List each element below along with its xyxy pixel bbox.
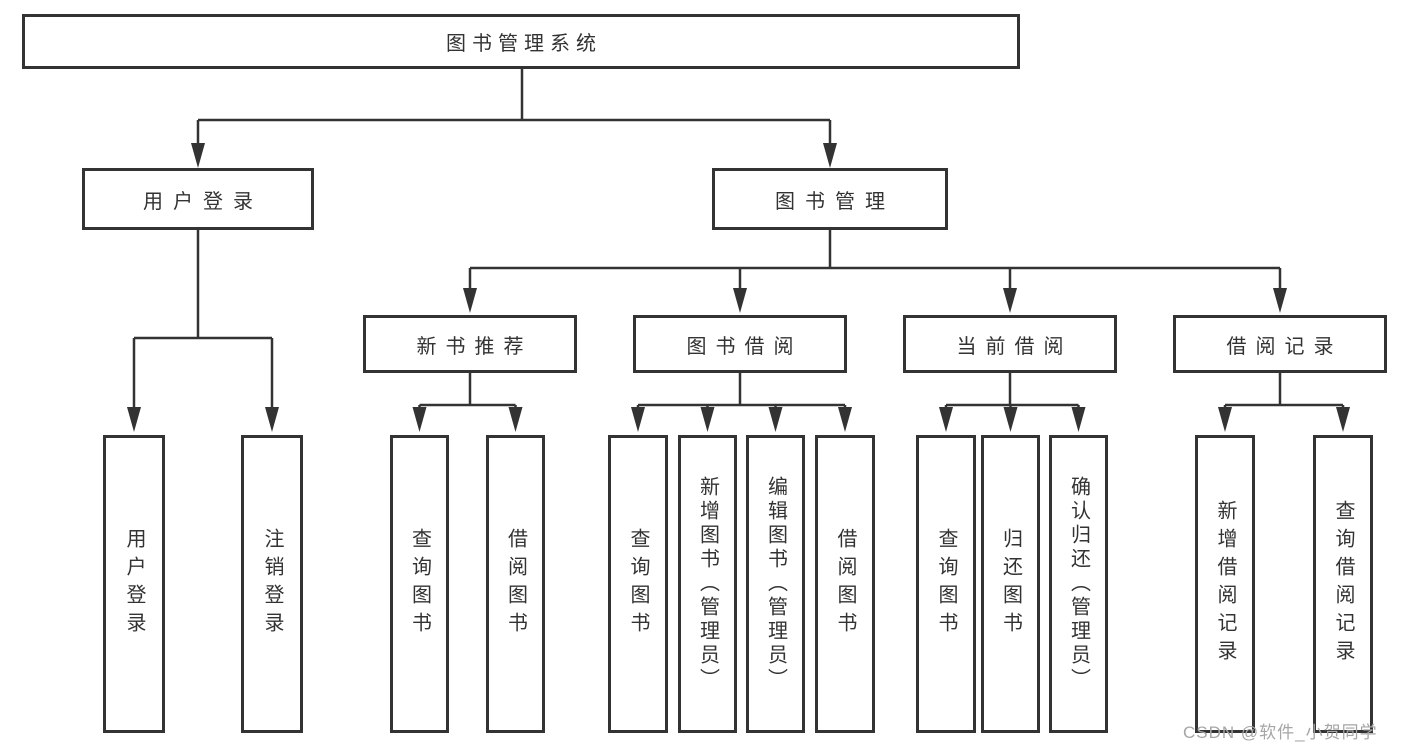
leaf-records-add-record: 新增借阅记录 xyxy=(1195,435,1255,733)
leaf-current-query-books: 查询图书 xyxy=(916,435,976,733)
leaf-records-query-record-label: 查询借阅记录 xyxy=(1332,500,1354,668)
leaf-records-add-record-label: 新增借阅记录 xyxy=(1214,500,1236,668)
leaf-borrowing-query-books: 查询图书 xyxy=(608,435,668,733)
leaf-current-query-books-label: 查询图书 xyxy=(935,528,957,640)
leaf-borrowing-edit-books-admin-label: 编辑图书（管理员） xyxy=(764,476,787,692)
leaf-user-login: 用户登录 xyxy=(103,435,165,733)
connector-lines xyxy=(132,69,1345,409)
leaf-newbook-query-books-label: 查询图书 xyxy=(408,528,431,640)
node-library-management-system: 图书管理系统 xyxy=(22,14,1020,69)
leaf-newbook-borrow-books-label: 借阅图书 xyxy=(504,528,527,640)
leaf-borrowing-borrow-books-label: 借阅图书 xyxy=(834,528,856,640)
leaf-logout-label: 注销登录 xyxy=(261,528,283,640)
leaf-current-return-books: 归还图书 xyxy=(981,435,1040,733)
leaf-newbook-query-books: 查询图书 xyxy=(390,435,449,733)
leaf-current-confirm-return-admin: 确认归还（管理员） xyxy=(1049,435,1108,733)
leaf-current-confirm-return-admin-label: 确认归还（管理员） xyxy=(1067,476,1090,692)
leaf-borrowing-add-books-admin: 新增图书（管理员） xyxy=(678,435,737,733)
leaf-borrowing-query-books-label: 查询图书 xyxy=(627,528,649,640)
arrowhead-icons xyxy=(127,143,1350,432)
node-book-management: 图书管理 xyxy=(712,168,948,230)
node-borrowing-records: 借阅记录 xyxy=(1173,315,1387,373)
leaf-newbook-borrow-books: 借阅图书 xyxy=(486,435,545,733)
leaf-borrowing-add-books-admin-label: 新增图书（管理员） xyxy=(696,476,719,692)
node-book-borrowing: 图书借阅 xyxy=(633,315,847,373)
leaf-current-return-books-label: 归还图书 xyxy=(999,528,1022,640)
node-user-login: 用户登录 xyxy=(82,168,314,230)
node-current-borrowing: 当前借阅 xyxy=(903,315,1117,373)
leaf-borrowing-borrow-books: 借阅图书 xyxy=(815,435,875,733)
leaf-records-query-record: 查询借阅记录 xyxy=(1313,435,1373,733)
leaf-logout: 注销登录 xyxy=(241,435,303,733)
leaf-borrowing-edit-books-admin: 编辑图书（管理员） xyxy=(746,435,805,733)
node-new-book-recommendation: 新书推荐 xyxy=(363,315,577,373)
watermark: CSDN @软件_小贺同学 xyxy=(1183,723,1378,742)
leaf-user-login-label: 用户登录 xyxy=(123,528,145,640)
